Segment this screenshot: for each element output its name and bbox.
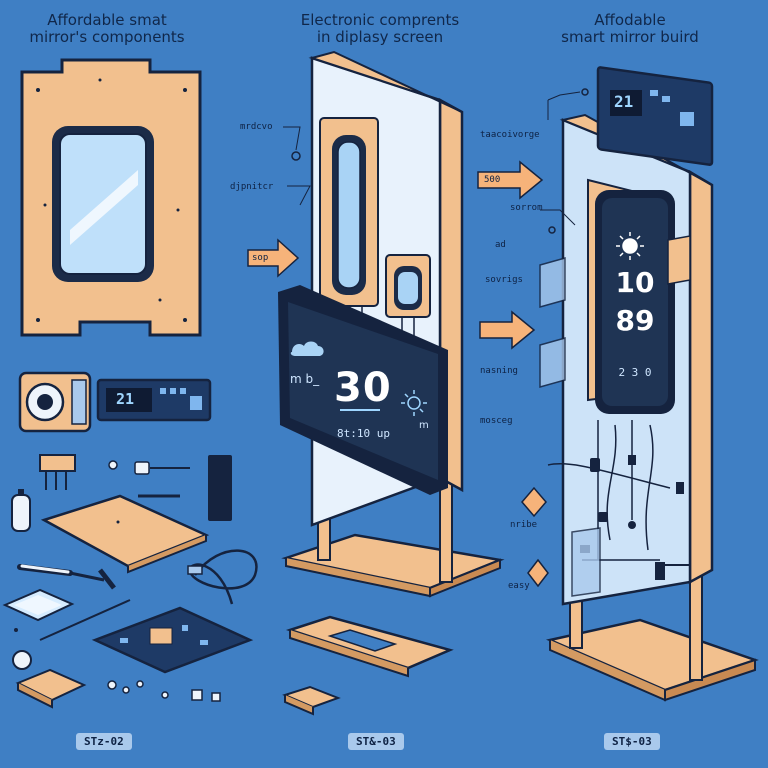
wooden-slot-plate-illustration (0, 0, 768, 768)
